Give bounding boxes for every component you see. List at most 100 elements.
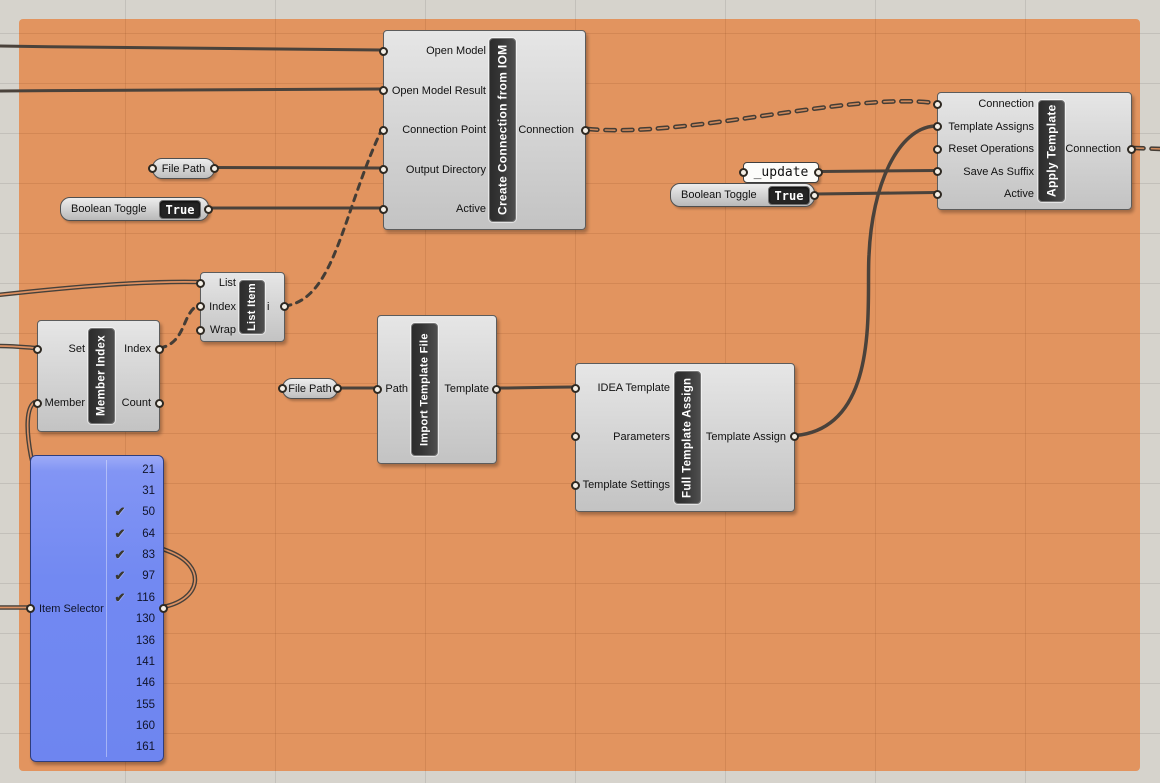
wire-to-list[interactable]	[0, 279, 199, 298]
output-label: Connection	[518, 124, 574, 136]
input-label: Reset Operations	[948, 143, 1034, 155]
input-label: Parameters	[613, 430, 670, 443]
component-name-vertical: Full Template Assign	[674, 371, 701, 504]
pill-file-path-1[interactable]: File Path	[148, 158, 219, 179]
input-port[interactable]	[933, 189, 942, 199]
selector-row[interactable]: 160	[135, 719, 155, 732]
boolean-toggle-1[interactable]: Boolean Toggle True	[60, 197, 213, 221]
input-port[interactable]	[379, 46, 388, 56]
input-label: List	[218, 277, 236, 289]
wire-template-assign-to-template-assigns[interactable]	[795, 124, 936, 438]
input-port[interactable]	[933, 122, 942, 131]
wire-to-open-model[interactable]	[0, 44, 383, 52]
output-port[interactable]	[155, 344, 164, 354]
toggle-value[interactable]: True	[768, 186, 810, 205]
output-label: Template	[444, 383, 489, 395]
output-port[interactable]	[814, 168, 823, 177]
selector-row[interactable]: 161	[135, 741, 155, 754]
input-port[interactable]	[379, 125, 388, 135]
input-port[interactable]	[379, 165, 388, 174]
check-icon: ✔	[114, 568, 126, 584]
wire-template-to-idea-template[interactable]	[496, 385, 575, 390]
input-port[interactable]	[278, 384, 287, 393]
wire-i-to-connection-point[interactable]	[283, 129, 383, 308]
input-port[interactable]	[33, 398, 42, 408]
selector-row[interactable]: 31	[142, 485, 155, 498]
input-label: Active	[1004, 188, 1034, 200]
input-port[interactable]	[933, 99, 942, 109]
wire-toggle2-to-active[interactable]	[813, 191, 937, 196]
output-port[interactable]	[333, 384, 342, 393]
input-label: Save As Suffix	[963, 165, 1034, 178]
input-port[interactable]	[933, 167, 942, 176]
check-icon: ✔	[114, 589, 126, 605]
input-port[interactable]	[33, 344, 42, 354]
selector-row[interactable]: ✔83	[107, 544, 155, 565]
input-label: Connection	[978, 98, 1034, 110]
output-port[interactable]	[204, 204, 213, 214]
selector-row[interactable]: 21	[142, 463, 155, 476]
input-port[interactable]	[571, 480, 580, 490]
wire-to-open-model-result[interactable]	[0, 87, 383, 93]
input-port[interactable]	[196, 302, 205, 311]
input-port[interactable]	[379, 204, 388, 214]
component-import-template-file[interactable]: Import Template File Path Template	[373, 315, 501, 464]
input-port[interactable]	[379, 86, 388, 95]
wire-update-to-save-as-suffix[interactable]	[818, 169, 937, 173]
item-selector-panel[interactable]: Item Selector 21 31 ✔50 ✔64 ✔83 ✔97 ✔116…	[26, 455, 168, 762]
input-port[interactable]	[571, 383, 580, 393]
wire-index-to-list-item-index[interactable]	[158, 304, 199, 350]
selector-row[interactable]: ✔64	[107, 523, 155, 544]
output-port[interactable]	[790, 432, 799, 441]
input-label: Connection Point	[402, 124, 486, 136]
input-label: Set	[68, 343, 85, 355]
output-port[interactable]	[581, 125, 590, 135]
component-full-template-assign[interactable]: Full Template Assign IDEA Template Param…	[571, 363, 799, 512]
selector-row[interactable]: ✔97	[107, 566, 155, 587]
output-label: Template Assign	[705, 430, 786, 443]
output-port[interactable]	[1127, 144, 1136, 154]
check-icon: ✔	[114, 525, 126, 541]
selector-row[interactable]: ✔116	[107, 587, 155, 608]
selector-row[interactable]: 130	[135, 613, 155, 626]
input-port[interactable]	[373, 384, 382, 394]
selector-row[interactable]: ✔50	[107, 502, 155, 523]
input-port[interactable]	[196, 278, 205, 288]
input-port[interactable]	[739, 168, 748, 177]
toggle-label: Boolean Toggle	[681, 189, 757, 201]
component-name-vertical: List Item	[239, 280, 265, 334]
pill-file-path-2[interactable]: File Path	[278, 378, 342, 399]
toggle-value[interactable]: True	[159, 200, 201, 219]
panel-update[interactable]: _update	[739, 162, 823, 183]
output-port[interactable]	[155, 398, 164, 408]
boolean-toggle-2[interactable]: Boolean Toggle True	[670, 183, 819, 207]
output-port[interactable]	[810, 190, 819, 200]
input-port[interactable]	[196, 325, 205, 335]
output-port[interactable]	[210, 164, 219, 173]
selector-row[interactable]: 146	[135, 677, 155, 690]
selector-rows: 21 31 ✔50 ✔64 ✔83 ✔97 ✔116 130 136 141 1…	[107, 459, 155, 758]
selector-row[interactable]: 136	[135, 634, 155, 647]
wire-filepath1-to-output-directory[interactable]	[208, 166, 383, 170]
check-icon: ✔	[114, 547, 126, 563]
component-create-connection-from-iom[interactable]: Create Connection from IOM Open Model Op…	[379, 30, 590, 230]
component-member-index[interactable]: Member Index Set Member Index Count	[33, 320, 164, 432]
component-apply-template[interactable]: Apply Template Connection Template Assig…	[933, 92, 1136, 210]
output-port[interactable]	[280, 302, 289, 311]
output-label: Index	[124, 343, 151, 355]
input-label: Open Model Result	[391, 84, 486, 97]
pill-label: File Path	[161, 162, 206, 175]
input-port[interactable]	[26, 604, 35, 613]
output-port[interactable]	[159, 604, 168, 613]
input-port[interactable]	[571, 432, 580, 441]
selector-row[interactable]: 155	[135, 698, 155, 711]
input-port[interactable]	[933, 144, 942, 154]
input-label: Open Model	[426, 45, 486, 57]
input-label: Wrap	[209, 324, 236, 336]
output-port[interactable]	[492, 384, 501, 394]
input-port[interactable]	[148, 164, 157, 173]
component-list-item[interactable]: List Item List Index Wrap i	[196, 272, 289, 342]
selector-row[interactable]: 141	[135, 655, 155, 668]
